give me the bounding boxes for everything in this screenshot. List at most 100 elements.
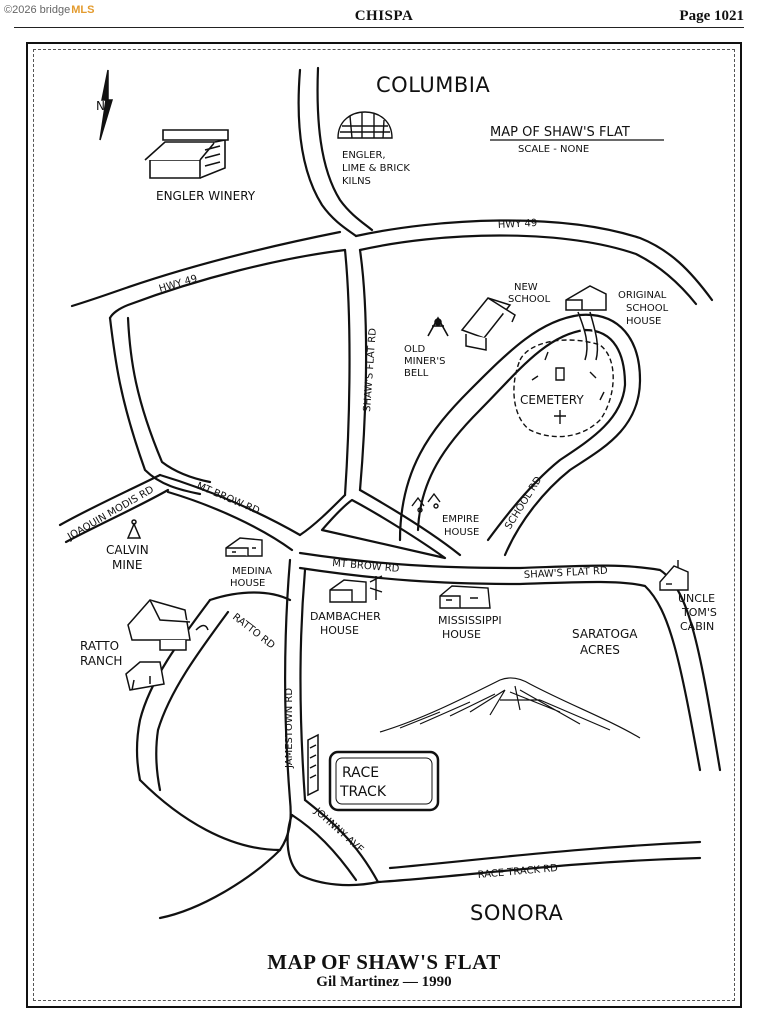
road-label-race-track-rd: RACE TRACK RD	[477, 863, 558, 881]
road-triangle-inner	[320, 498, 447, 560]
old-miners-bell-icon	[427, 316, 449, 337]
journal-title: CHISPA	[354, 8, 414, 24]
road-joaquin-a	[58, 473, 162, 527]
north-arrow-icon	[99, 69, 114, 141]
town-sonora: SONORA	[470, 901, 563, 925]
dambacher-house-icon	[329, 575, 383, 603]
road-racetrack-b	[388, 840, 702, 870]
road-network	[58, 66, 722, 920]
map-frame-inner	[33, 49, 735, 1001]
place-kilns-line2: LIME & BRICK	[342, 163, 410, 174]
place-kilns-line3: KILNS	[342, 176, 371, 187]
place-dambacher-line2: HOUSE	[320, 624, 359, 637]
road-label-joaquin-modis: JOAQUIN MODIS RD	[65, 484, 156, 543]
uncle-toms-cabin-icon	[659, 560, 689, 591]
map-frame	[26, 42, 742, 1008]
road-cemetery-loop-inner	[416, 328, 627, 542]
race-track-inner	[335, 757, 433, 805]
place-mississippi-line1: MISSISSIPPI	[438, 614, 502, 627]
road-triangle-east	[358, 488, 462, 557]
place-uncle-toms-line2: TOM'S	[681, 606, 717, 619]
place-uncle-toms-line1: UNCLE	[678, 592, 715, 605]
road-triangle-west	[298, 493, 347, 537]
road-mtbrow-east-b	[298, 566, 702, 772]
road-ratto-b	[155, 610, 230, 792]
place-miners-bell-line2: MINER'S	[404, 356, 445, 367]
road-johnny-a	[303, 798, 380, 884]
place-original-school-line1: ORIGINAL	[618, 290, 667, 301]
place-engler-winery: ENGLER WINERY	[156, 189, 256, 203]
medina-house-icon	[225, 537, 263, 557]
watermark-brand: MLS	[71, 4, 95, 16]
north-arrow-label: N	[96, 99, 105, 113]
town-columbia: COLUMBIA	[376, 73, 490, 97]
place-new-school-line2: SCHOOL	[508, 294, 551, 305]
place-calvin-mine-line1: CALVIN	[106, 543, 149, 557]
road-label-hwy49-east: HWY 49	[498, 218, 538, 231]
road-hwy49-east-b	[358, 234, 698, 306]
road-hwy49-north-a	[297, 68, 358, 238]
place-dambacher-line1: DAMBACHER	[310, 610, 381, 623]
road-label-mt-brow-west: MT BROW RD	[195, 481, 262, 518]
new-school-icon	[460, 297, 516, 351]
place-original-school-line2: SCHOOL	[626, 303, 669, 314]
road-hwy49-east-a	[354, 219, 714, 302]
engler-winery-icon	[144, 129, 229, 179]
place-miners-bell-line1: OLD	[404, 344, 425, 355]
road-shaws-flat-a	[343, 248, 351, 497]
road-label-mt-brow-east: MT BROW RD	[332, 558, 400, 575]
race-track-oval	[328, 750, 440, 812]
place-ratto-ranch-line2: RANCH	[80, 654, 122, 668]
mississippi-house-icon	[439, 585, 491, 609]
place-saratoga-line2: ACRES	[580, 643, 620, 657]
watermark-prefix: ©2026 bridge	[4, 4, 71, 16]
road-hwy49-north-b	[316, 66, 374, 232]
place-saratoga-line1: SARATOGA	[572, 627, 638, 641]
road-label-ratto-rd: RATTO RD	[230, 612, 277, 652]
road-label-school-rd: SCHOOL RD	[503, 475, 544, 532]
legend-title: MAP OF SHAW'S FLAT	[490, 125, 630, 140]
place-ratto-ranch-line1: RATTO	[80, 639, 119, 653]
road-ratto-top	[208, 591, 292, 602]
header-rule	[14, 27, 744, 28]
place-race-track-line1: RACE	[342, 765, 379, 781]
place-cemetery: CEMETERY	[520, 393, 584, 407]
road-mtbrow-east-a	[298, 551, 722, 772]
road-label-jamestown-rd: JAMESTOWN RD	[284, 688, 295, 769]
figure-caption-title: MAP OF SHAW'S FLAT	[267, 950, 501, 974]
grandstand-icon	[307, 733, 319, 797]
empire-house-icon	[411, 492, 441, 513]
road-joaquin-b	[64, 488, 170, 544]
road-south-a	[158, 848, 282, 920]
ratto-ranch-icon	[125, 599, 209, 691]
cemetery-icon	[513, 339, 614, 438]
place-new-school-line1: NEW	[514, 282, 538, 293]
page-number: Page 1021	[679, 8, 744, 24]
place-empire-house-line1: EMPIRE	[442, 514, 479, 525]
road-cemetery-loop-outer	[398, 313, 642, 557]
place-mississippi-line2: HOUSE	[442, 628, 481, 641]
road-south-b	[286, 813, 380, 887]
road-johnny-b	[290, 813, 358, 882]
figure-caption-credit: Gil Martinez — 1990	[316, 974, 452, 990]
place-original-school-line3: HOUSE	[626, 316, 661, 327]
hill-icon	[379, 677, 641, 739]
place-race-track-line2: TRACK	[339, 784, 387, 800]
place-calvin-mine-line2: MINE	[112, 558, 142, 572]
road-hwy49-west-a	[70, 230, 342, 308]
place-kilns-line1: ENGLER,	[342, 150, 386, 161]
calvin-mine-icon	[126, 519, 142, 539]
road-label-shaws-flat-east: SHAW'S FLAT RD	[524, 566, 609, 581]
place-uncle-toms-line3: CABIN	[680, 620, 714, 633]
road-jamestown-b	[299, 568, 307, 802]
road-shaws-flat-b	[358, 248, 368, 492]
place-empire-house-line2: HOUSE	[444, 527, 479, 538]
road-racetrack-a	[376, 856, 702, 884]
road-west-loop-b	[126, 316, 212, 484]
road-west-loop-a	[108, 316, 202, 496]
road-label-shaws-flat-rd: SHAW'S FLAT RD	[362, 327, 379, 412]
road-label-johnny-ave: JOHNNY AVE	[311, 805, 365, 855]
